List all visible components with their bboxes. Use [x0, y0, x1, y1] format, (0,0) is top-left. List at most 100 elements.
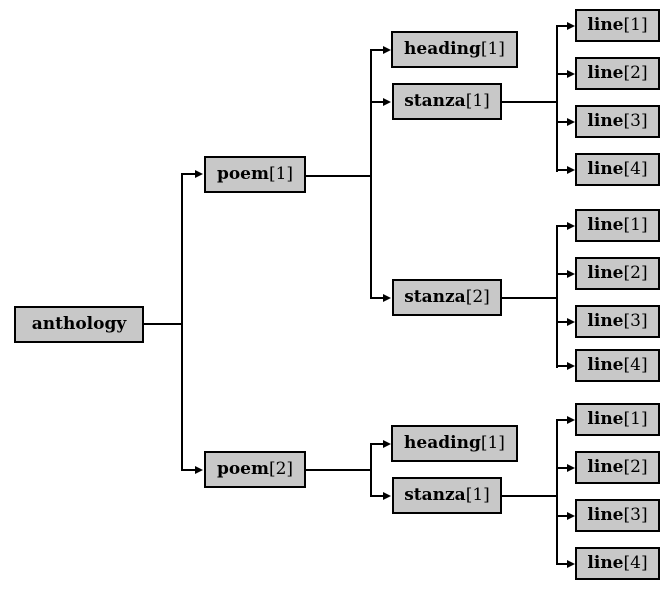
arrow-to-p1-stanza1 [383, 98, 391, 106]
edge-bus-to-s2-line3 [556, 321, 569, 323]
node-s2-line-3-index: [3] [623, 311, 648, 331]
edge-bus-to-p1-stanza2 [370, 297, 385, 299]
node-poem-1-index: [1] [268, 164, 294, 184]
arrow-to-s2-line3 [567, 318, 575, 326]
edge-bus-to-poem1 [181, 173, 197, 175]
node-s2-line-3[interactable]: line[3] [575, 305, 660, 338]
node-poem-1[interactable]: poem[1] [204, 156, 306, 193]
node-poem1-heading-1[interactable]: heading[1] [391, 31, 518, 68]
edge-bus-to-s3-line2 [556, 467, 569, 469]
arrow-to-s1-line2 [567, 70, 575, 78]
edge-bus-s2-up [556, 225, 558, 298]
node-s3-line-4-name: line [587, 553, 624, 573]
edge-p1-stanza2-to-bus [502, 297, 558, 299]
node-poem-1-name: poem [216, 164, 269, 184]
edge-bus-to-p1-stanza1 [370, 101, 385, 103]
node-s1-line-2-index: [2] [623, 63, 648, 83]
arrow-to-p1-stanza2 [383, 294, 391, 302]
arrow-to-poem2 [195, 466, 203, 474]
node-s3-line-3-index: [3] [623, 505, 648, 525]
node-s2-line-4[interactable]: line[4] [575, 349, 660, 382]
edge-bus-to-s1-line2 [556, 73, 569, 75]
edge-bus-poem1-up [370, 50, 372, 176]
node-s1-line-3-name: line [587, 111, 624, 131]
edge-bus-s3-up [556, 419, 558, 496]
edge-bus-to-s2-line4 [556, 365, 569, 367]
node-s2-line-2-index: [2] [623, 263, 648, 283]
edge-anthology-to-bus [144, 323, 182, 325]
node-poem2-stanza-1[interactable]: stanza[1] [392, 477, 502, 514]
edge-bus-to-p2-stanza1 [370, 495, 385, 497]
node-poem2-stanza-1-index: [1] [465, 485, 490, 505]
node-s3-line-4-index: [4] [623, 553, 648, 573]
node-poem1-stanza-2-name: stanza [404, 287, 466, 307]
arrow-to-s2-line2 [567, 270, 575, 278]
edge-bus-to-s3-line4 [556, 563, 569, 565]
arrow-to-s3-line2 [567, 464, 575, 472]
node-poem1-heading-1-name: heading [404, 39, 481, 59]
node-s3-line-2-index: [2] [623, 457, 648, 477]
node-poem1-stanza-1-index: [1] [465, 91, 490, 111]
node-poem-2-index: [2] [268, 459, 294, 479]
node-s2-line-2[interactable]: line[2] [575, 257, 660, 290]
edge-bus-to-s3-line1 [556, 419, 569, 421]
edge-bus-to-s1-line3 [556, 121, 569, 123]
edge-bus-s2-down [556, 297, 558, 368]
node-s3-line-3-name: line [587, 505, 624, 525]
node-s1-line-3-index: [3] [623, 111, 648, 131]
node-s1-line-1[interactable]: line[1] [575, 9, 660, 42]
edge-bus-poem1-down [370, 175, 372, 299]
node-s2-line-3-name: line [587, 311, 624, 331]
arrow-to-p2-heading1 [383, 440, 391, 448]
edge-bus-to-s2-line1 [556, 225, 569, 227]
node-s1-line-4-name: line [587, 159, 624, 179]
edge-bus-to-s2-line2 [556, 273, 569, 275]
node-s3-line-1[interactable]: line[1] [575, 403, 660, 436]
arrow-to-s1-line1 [567, 22, 575, 30]
node-poem2-heading-1-name: heading [404, 433, 481, 453]
node-poem2-heading-1[interactable]: heading[1] [391, 425, 518, 462]
node-s1-line-4[interactable]: line[4] [575, 153, 660, 186]
edge-bus-to-poem2 [181, 469, 197, 471]
node-poem-2[interactable]: poem[2] [204, 451, 306, 488]
edge-p2-stanza1-to-bus [502, 495, 558, 497]
node-poem1-stanza-1[interactable]: stanza[1] [392, 83, 502, 120]
edge-bus-s1-down [556, 101, 558, 172]
node-s3-line-2-name: line [587, 457, 624, 477]
node-s3-line-4[interactable]: line[4] [575, 547, 660, 580]
node-s2-line-4-name: line [587, 355, 624, 375]
edge-bus-to-p1-heading1 [370, 49, 385, 51]
node-s2-line-4-index: [4] [623, 355, 648, 375]
edge-poem2-to-bus [306, 469, 372, 471]
edge-bus-anthology-up [181, 174, 183, 324]
arrow-to-s2-line1 [567, 222, 575, 230]
arrow-to-s1-line4 [567, 166, 575, 174]
node-s2-line-1[interactable]: line[1] [575, 209, 660, 242]
node-s2-line-2-name: line [587, 263, 624, 283]
edge-bus-to-s3-line3 [556, 515, 569, 517]
node-s3-line-1-index: [1] [623, 409, 648, 429]
arrow-to-poem1 [195, 170, 203, 178]
node-s1-line-1-index: [1] [623, 15, 648, 35]
node-poem1-stanza-2-index: [2] [465, 287, 490, 307]
node-s1-line-2[interactable]: line[2] [575, 57, 660, 90]
node-anthology[interactable]: anthology [14, 306, 144, 343]
edge-bus-anthology-down [181, 323, 183, 470]
node-poem1-stanza-1-name: stanza [404, 91, 466, 111]
node-s1-line-1-name: line [587, 15, 624, 35]
node-poem2-heading-1-index: [1] [480, 433, 505, 453]
node-poem1-heading-1-index: [1] [480, 39, 505, 59]
arrow-to-s3-line4 [567, 560, 575, 568]
edge-bus-to-s1-line1 [556, 25, 569, 27]
arrow-to-s1-line3 [567, 118, 575, 126]
node-s1-line-3[interactable]: line[3] [575, 105, 660, 138]
edge-bus-s1-up [556, 25, 558, 102]
arrow-to-s2-line4 [567, 362, 575, 370]
node-s3-line-2[interactable]: line[2] [575, 451, 660, 484]
edge-bus-to-p2-heading1 [370, 443, 385, 445]
node-s1-line-2-name: line [587, 63, 624, 83]
node-poem1-stanza-2[interactable]: stanza[2] [392, 279, 502, 316]
node-s2-line-1-name: line [587, 215, 624, 235]
node-s3-line-3[interactable]: line[3] [575, 499, 660, 532]
